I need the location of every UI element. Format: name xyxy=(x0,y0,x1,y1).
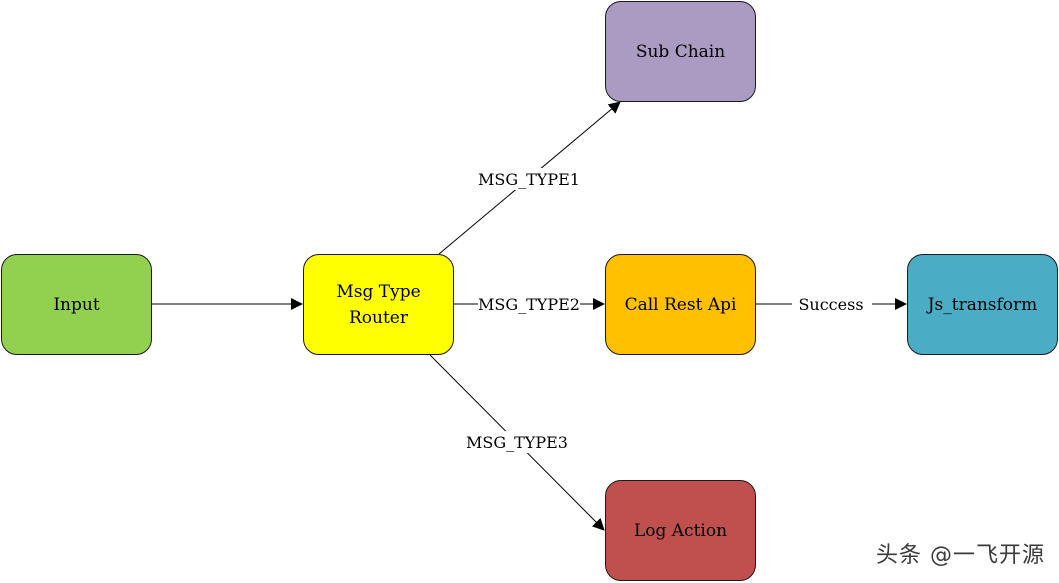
node-input[interactable]: Input xyxy=(1,254,152,355)
edge-label-success: Success xyxy=(798,295,863,314)
node-js-transform[interactable]: Js_transform xyxy=(907,254,1058,355)
node-log-action[interactable]: Log Action xyxy=(605,480,756,581)
node-sub-chain[interactable]: Sub Chain xyxy=(605,1,756,102)
node-router-label: Msg Type Router xyxy=(336,281,421,328)
node-call-rest-api-label: Call Rest Api xyxy=(624,294,737,315)
node-log-action-label: Log Action xyxy=(633,520,728,541)
watermark: 头条 @一飞开源 xyxy=(876,543,1045,568)
node-call-rest-api[interactable]: Call Rest Api xyxy=(605,254,756,355)
node-sub-chain-label: Sub Chain xyxy=(635,41,726,62)
edge-label-msg-type1: MSG_TYPE1 xyxy=(478,170,580,189)
node-input-label: Input xyxy=(53,294,100,315)
node-js-transform-label: Js_transform xyxy=(927,294,1038,315)
node-msg-type-router[interactable]: Msg Type Router xyxy=(303,254,454,355)
edge-label-msg-type2: MSG_TYPE2 xyxy=(478,295,580,314)
edge-label-msg-type3: MSG_TYPE3 xyxy=(466,433,568,452)
